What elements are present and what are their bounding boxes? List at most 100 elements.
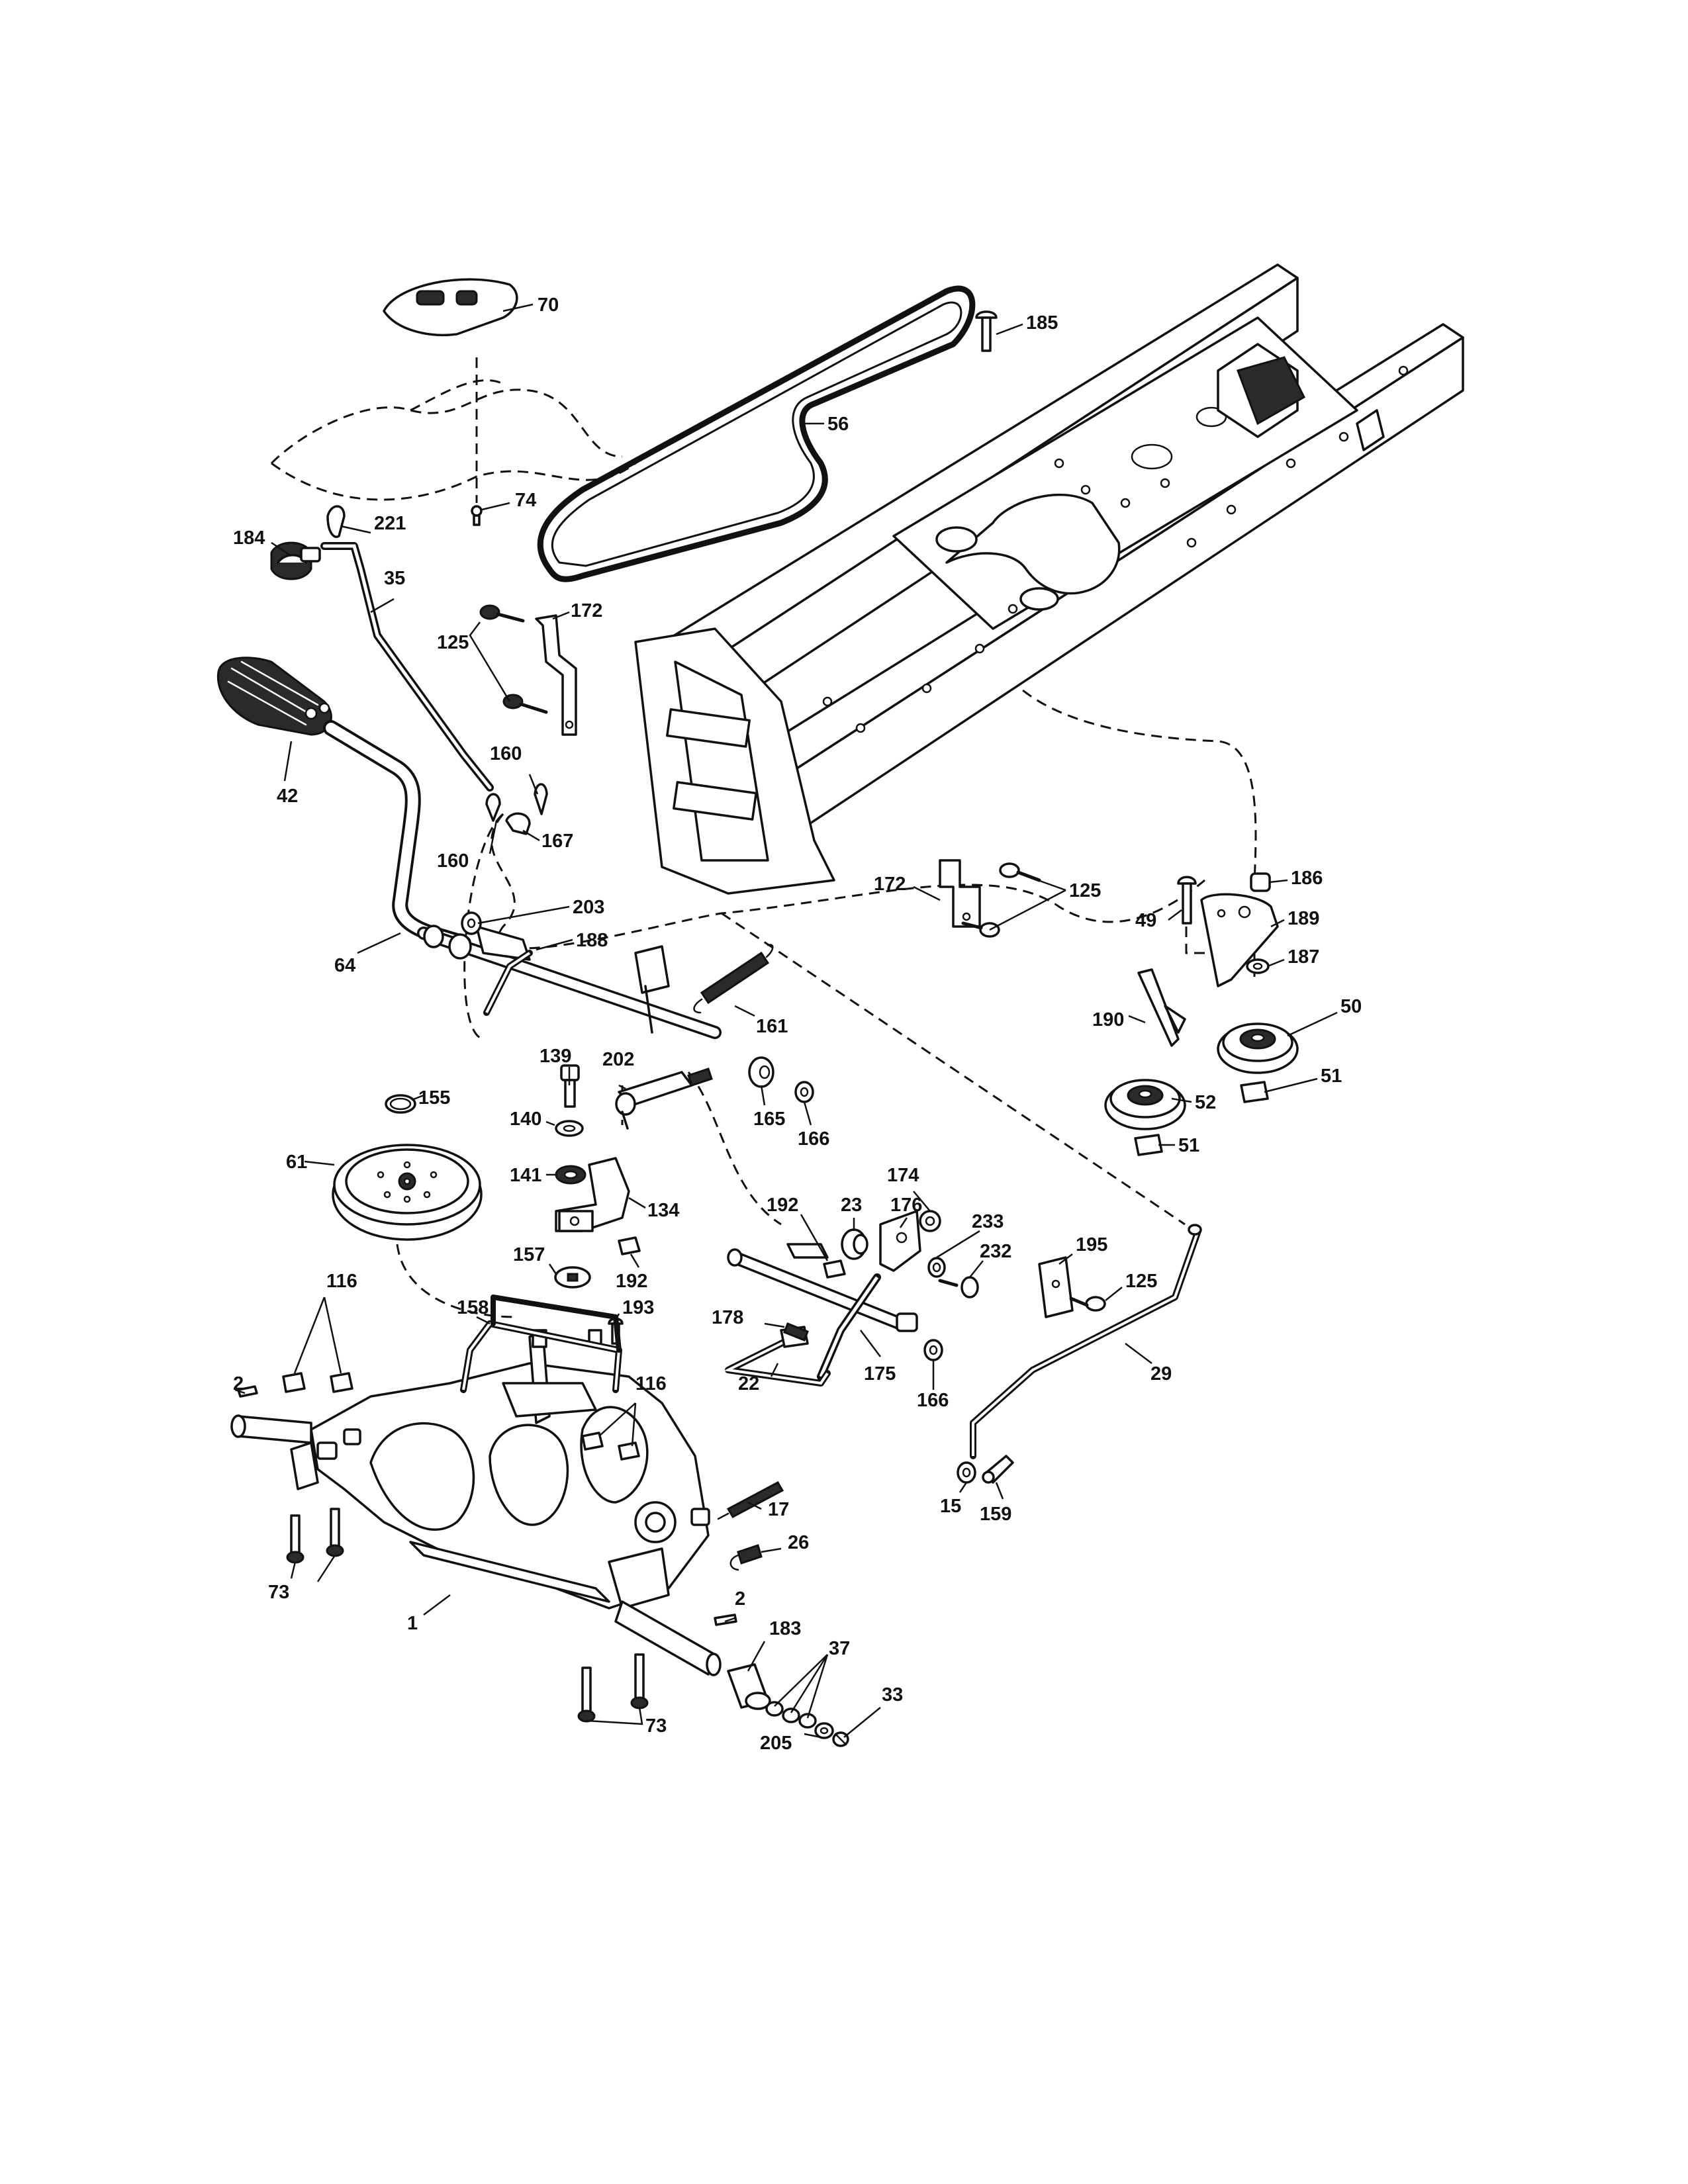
spacer-183 bbox=[727, 1663, 771, 1710]
callout-192-right: 192 bbox=[767, 1195, 798, 1216]
screw-74 bbox=[471, 505, 483, 526]
transaxle-pulley-61 bbox=[332, 1144, 483, 1241]
callout-202: 202 bbox=[602, 1049, 634, 1070]
washer-15 bbox=[957, 1461, 976, 1484]
spring-161 bbox=[693, 944, 774, 1014]
pedal-arm bbox=[323, 720, 471, 951]
clip-160-a bbox=[534, 783, 548, 815]
nut-192-left bbox=[618, 1236, 641, 1255]
clip-160-b bbox=[485, 793, 501, 822]
bolt-125-lower bbox=[502, 694, 548, 714]
callout-188: 188 bbox=[576, 930, 608, 951]
callout-26: 26 bbox=[788, 1532, 809, 1553]
callout-23: 23 bbox=[841, 1195, 862, 1216]
washer-141 bbox=[555, 1165, 586, 1185]
callout-37: 37 bbox=[829, 1638, 850, 1659]
callout-167: 167 bbox=[541, 831, 573, 852]
callout-73-right: 73 bbox=[645, 1715, 667, 1737]
callout-221: 221 bbox=[374, 513, 406, 534]
pedal-cover bbox=[270, 278, 623, 465]
bolt-49 bbox=[1177, 876, 1197, 925]
callout-52: 52 bbox=[1195, 1092, 1216, 1113]
clip-33 bbox=[832, 1731, 849, 1747]
washer-157 bbox=[554, 1266, 591, 1289]
pedal-pad bbox=[216, 657, 332, 736]
callout-61: 61 bbox=[286, 1152, 307, 1173]
callout-125-upper: 125 bbox=[437, 632, 469, 653]
washer-187 bbox=[1246, 958, 1270, 974]
snap-ring-155 bbox=[385, 1094, 416, 1114]
bracket-172-upper bbox=[535, 614, 577, 736]
callout-172-lower: 172 bbox=[874, 874, 906, 895]
callout-233: 233 bbox=[972, 1211, 1004, 1232]
bolt-125-upper bbox=[479, 604, 525, 623]
shift-rod bbox=[320, 542, 494, 792]
callout-155: 155 bbox=[418, 1087, 450, 1109]
callout-35: 35 bbox=[384, 568, 405, 589]
clip-174 bbox=[919, 1210, 941, 1232]
callout-73-left: 73 bbox=[268, 1582, 289, 1603]
bracket-190 bbox=[1137, 968, 1186, 1047]
callout-183: 183 bbox=[769, 1618, 801, 1639]
callout-125-right: 125 bbox=[1125, 1271, 1157, 1292]
callout-116-right: 116 bbox=[635, 1373, 667, 1394]
washer-205 bbox=[814, 1722, 834, 1739]
callout-195: 195 bbox=[1076, 1234, 1107, 1255]
callout-2-right: 2 bbox=[735, 1588, 745, 1610]
tractor-frame bbox=[634, 263, 1464, 895]
cross-shaft bbox=[417, 925, 722, 1039]
leader-lines bbox=[234, 303, 1338, 1739]
washer-166-upper bbox=[794, 1081, 814, 1103]
callout-125-mid: 125 bbox=[1069, 880, 1101, 901]
callout-165: 165 bbox=[753, 1109, 785, 1130]
bushing-165 bbox=[748, 1056, 774, 1088]
callout-33: 33 bbox=[882, 1684, 903, 1706]
callout-70: 70 bbox=[538, 295, 559, 316]
callout-17: 17 bbox=[768, 1499, 789, 1520]
callout-232: 232 bbox=[980, 1241, 1011, 1262]
key-2-right bbox=[714, 1614, 737, 1626]
washer-203 bbox=[461, 911, 482, 935]
bolt-185 bbox=[975, 310, 998, 352]
callout-184: 184 bbox=[233, 527, 265, 549]
callout-174: 174 bbox=[887, 1165, 919, 1186]
clip-167 bbox=[505, 812, 531, 835]
link-rod-29 bbox=[970, 1224, 1202, 1459]
washer-166-lower bbox=[923, 1339, 943, 1361]
callout-172-upper: 172 bbox=[571, 600, 602, 621]
drive-belt bbox=[537, 285, 976, 582]
callout-56: 56 bbox=[827, 414, 849, 435]
callout-166-upper: 166 bbox=[798, 1128, 829, 1150]
shift-arm-202 bbox=[615, 1068, 713, 1130]
callout-161: 161 bbox=[756, 1016, 788, 1037]
callout-185: 185 bbox=[1026, 312, 1058, 334]
callout-15: 15 bbox=[940, 1496, 961, 1517]
idler-arm-189 bbox=[1200, 893, 1279, 987]
callout-160-lower: 160 bbox=[437, 850, 469, 872]
spring-17 bbox=[717, 1480, 784, 1520]
callout-192-left: 192 bbox=[616, 1271, 647, 1292]
callout-29: 29 bbox=[1150, 1363, 1172, 1385]
washer-233 bbox=[927, 1257, 946, 1278]
bolt-125-right bbox=[1069, 1296, 1106, 1312]
nut-192-right bbox=[823, 1259, 846, 1279]
washer-140 bbox=[555, 1120, 584, 1137]
axle-right bbox=[614, 1600, 722, 1676]
transaxle bbox=[310, 1329, 710, 1610]
knob-184 bbox=[270, 541, 321, 580]
bracket-134 bbox=[555, 1157, 630, 1232]
bolt-125-mid-lower bbox=[961, 921, 1000, 938]
shaft-175 bbox=[727, 1243, 918, 1381]
callout-42: 42 bbox=[277, 786, 298, 807]
callout-labels: 70 185 56 74 221 184 35 172 125 42 160 1… bbox=[233, 295, 1362, 1754]
nuts-116 bbox=[282, 1372, 640, 1461]
key-2-left bbox=[237, 1385, 258, 1398]
spacer-23 bbox=[841, 1228, 868, 1260]
callout-49: 49 bbox=[1135, 910, 1156, 931]
callout-193: 193 bbox=[622, 1297, 654, 1318]
callout-22: 22 bbox=[738, 1373, 759, 1394]
link-rod-188 bbox=[483, 950, 533, 1016]
bracket-195 bbox=[1038, 1256, 1074, 1318]
bolts-73-left bbox=[286, 1508, 344, 1564]
